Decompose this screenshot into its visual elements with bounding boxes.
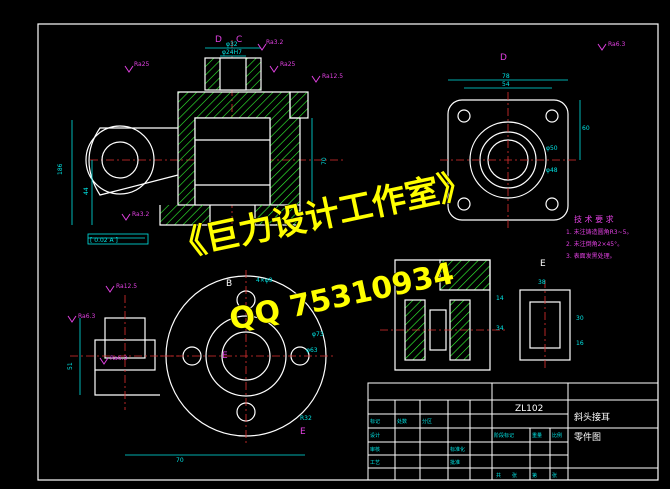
svg-text:阶段标记: 阶段标记: [494, 432, 514, 439]
dim-phi73: φ73: [312, 331, 324, 338]
dim-16: 16: [576, 340, 584, 347]
svg-text:比例: 比例: [552, 432, 562, 439]
notes-line-1: 1. 未注铸造圆角R3~5。: [566, 228, 632, 236]
main-section-view: [85, 40, 345, 235]
notes-title: 技 术 要 求: [574, 214, 614, 224]
dim-54: 54: [502, 81, 510, 88]
dim-r32: R32: [300, 415, 312, 422]
view-d-flange: [440, 92, 578, 228]
view-d-dimensions: [448, 79, 581, 160]
svg-text:Ra25: Ra25: [134, 61, 150, 68]
dim-70: 70: [321, 157, 328, 165]
dim-30: 30: [576, 315, 584, 322]
svg-text:张: 张: [512, 472, 517, 479]
dim-4x: 4×φ9: [256, 277, 273, 284]
svg-text:审核: 审核: [370, 446, 380, 453]
svg-text:设计: 设计: [370, 432, 380, 439]
svg-text:工艺: 工艺: [370, 460, 380, 466]
dim-phi63: φ63: [306, 347, 318, 354]
title-name-2: 零件图: [574, 431, 601, 443]
notes-line-3: 3. 表面发黑处理。: [566, 252, 616, 260]
dim-phi48: φ48: [546, 167, 558, 174]
svg-text:Ra3.2: Ra3.2: [266, 39, 283, 46]
side-view: [70, 295, 180, 410]
section-e-view: [519, 280, 571, 370]
roughness-marks-top: Ra3.2 Ra25 Ra25 Ra12.5 Ra3.2 Ra6.3: [121, 39, 625, 221]
svg-text:Ra6.3: Ra6.3: [78, 313, 95, 320]
svg-text:Ra25: Ra25: [280, 61, 296, 68]
dim-34: 34: [496, 325, 504, 332]
section-label-b: B: [226, 279, 232, 289]
svg-text:Ra12.5: Ra12.5: [116, 283, 137, 290]
dim-78: 78: [502, 73, 510, 80]
svg-text:共: 共: [496, 472, 501, 479]
svg-text:重量: 重量: [532, 432, 542, 439]
drawing-frame: [37, 23, 659, 481]
notes-line-2: 2. 未注倒角2×45°。: [566, 240, 623, 248]
title-row-labels: 标记 处数 分区 设计 审核 工艺 标准化 批准 阶段标记 重量 比例 共 张 …: [370, 418, 562, 479]
svg-text:张: 张: [552, 472, 557, 479]
dim-60: 60: [582, 125, 590, 132]
dim-phi50: φ50: [546, 145, 558, 152]
svg-text:Ra3.2: Ra3.2: [132, 211, 149, 218]
roughness-marks-side: Ra12.5 Ra6.3 Ra6.3: [67, 283, 137, 365]
dim-44: 44: [83, 187, 90, 195]
main-view-dimensions: [71, 47, 313, 245]
svg-text:处数: 处数: [397, 418, 407, 425]
svg-text:第: 第: [532, 472, 537, 479]
side-view-dimensions: [79, 318, 305, 456]
title-name-1: 斜头接耳: [574, 411, 610, 423]
dim-14: 14: [496, 295, 504, 302]
svg-text:批准: 批准: [450, 459, 460, 466]
svg-text:Ra6.3: Ra6.3: [608, 41, 625, 48]
dim-phi32: φ32: [226, 41, 238, 48]
dim-datum: [ 0.02 A ]: [90, 237, 118, 244]
title-block: [367, 382, 659, 481]
dim-phi24: φ24H7: [222, 49, 242, 56]
dim-38: 38: [538, 279, 546, 286]
title-code: ZL102: [515, 404, 543, 414]
section-label-c: C: [236, 35, 242, 45]
view-label-d: D: [500, 53, 507, 63]
svg-text:Ra12.5: Ra12.5: [322, 73, 343, 80]
view-label-e: E: [540, 259, 546, 269]
dim-51: 51: [67, 362, 74, 370]
marker-e-2: E: [300, 427, 306, 437]
section-c-view: [380, 259, 505, 371]
dim-186: 186: [57, 163, 64, 175]
svg-text:标准化: 标准化: [450, 446, 465, 453]
section-label-d: D: [215, 35, 222, 45]
round-flange-view: [160, 270, 335, 445]
dim-70b: 70: [176, 457, 184, 464]
svg-text:标记: 标记: [370, 418, 380, 425]
svg-text:分区: 分区: [422, 418, 432, 425]
svg-text:Ra6.3: Ra6.3: [110, 355, 127, 362]
